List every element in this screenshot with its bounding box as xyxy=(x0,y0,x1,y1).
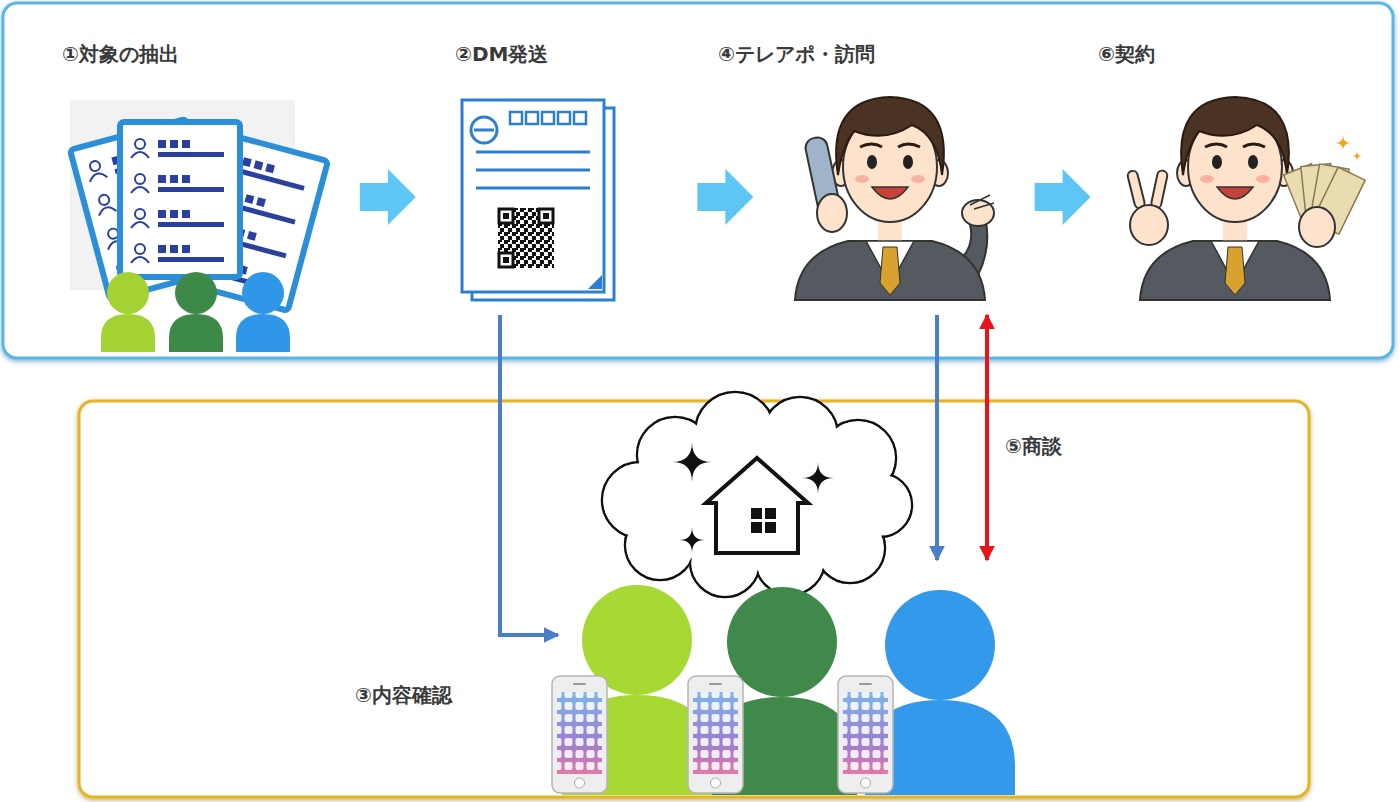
step-label: ③内容確認 xyxy=(355,683,452,707)
edge-label-holder: ⑤商談 xyxy=(1002,433,1065,459)
dream-cloud xyxy=(602,392,912,597)
step-box: ④テレアポ・訪問 xyxy=(790,40,995,305)
customers xyxy=(562,585,1015,795)
bottom-panel xyxy=(79,401,1309,797)
step-box: ①対象の抽出 xyxy=(62,40,302,352)
edge-label: ⑤商談 xyxy=(1002,433,1065,459)
negotiation-arrow xyxy=(985,315,989,560)
step-label: ①対象の抽出 xyxy=(62,42,179,66)
step-box: ⑥契約 xyxy=(1125,40,1355,305)
dm-letter xyxy=(462,100,614,300)
flow-arrow xyxy=(360,169,416,225)
top-panel xyxy=(3,3,1393,358)
flow-arrow xyxy=(1035,169,1091,225)
step-label: ⑥契約 xyxy=(1098,42,1155,66)
step-label: ②DM発送 xyxy=(455,42,548,66)
phone-salesman xyxy=(795,97,994,300)
flow-arrow xyxy=(697,169,753,225)
smartphones xyxy=(552,676,893,793)
contract-salesman xyxy=(1127,97,1365,300)
connector-arrow xyxy=(935,315,939,560)
step-box: ②DM発送 xyxy=(450,40,620,305)
step-label: ④テレアポ・訪問 xyxy=(718,42,875,66)
connector-arrow xyxy=(500,315,558,635)
target-people xyxy=(101,272,290,352)
customer-group: ③内容確認 xyxy=(560,580,1000,795)
